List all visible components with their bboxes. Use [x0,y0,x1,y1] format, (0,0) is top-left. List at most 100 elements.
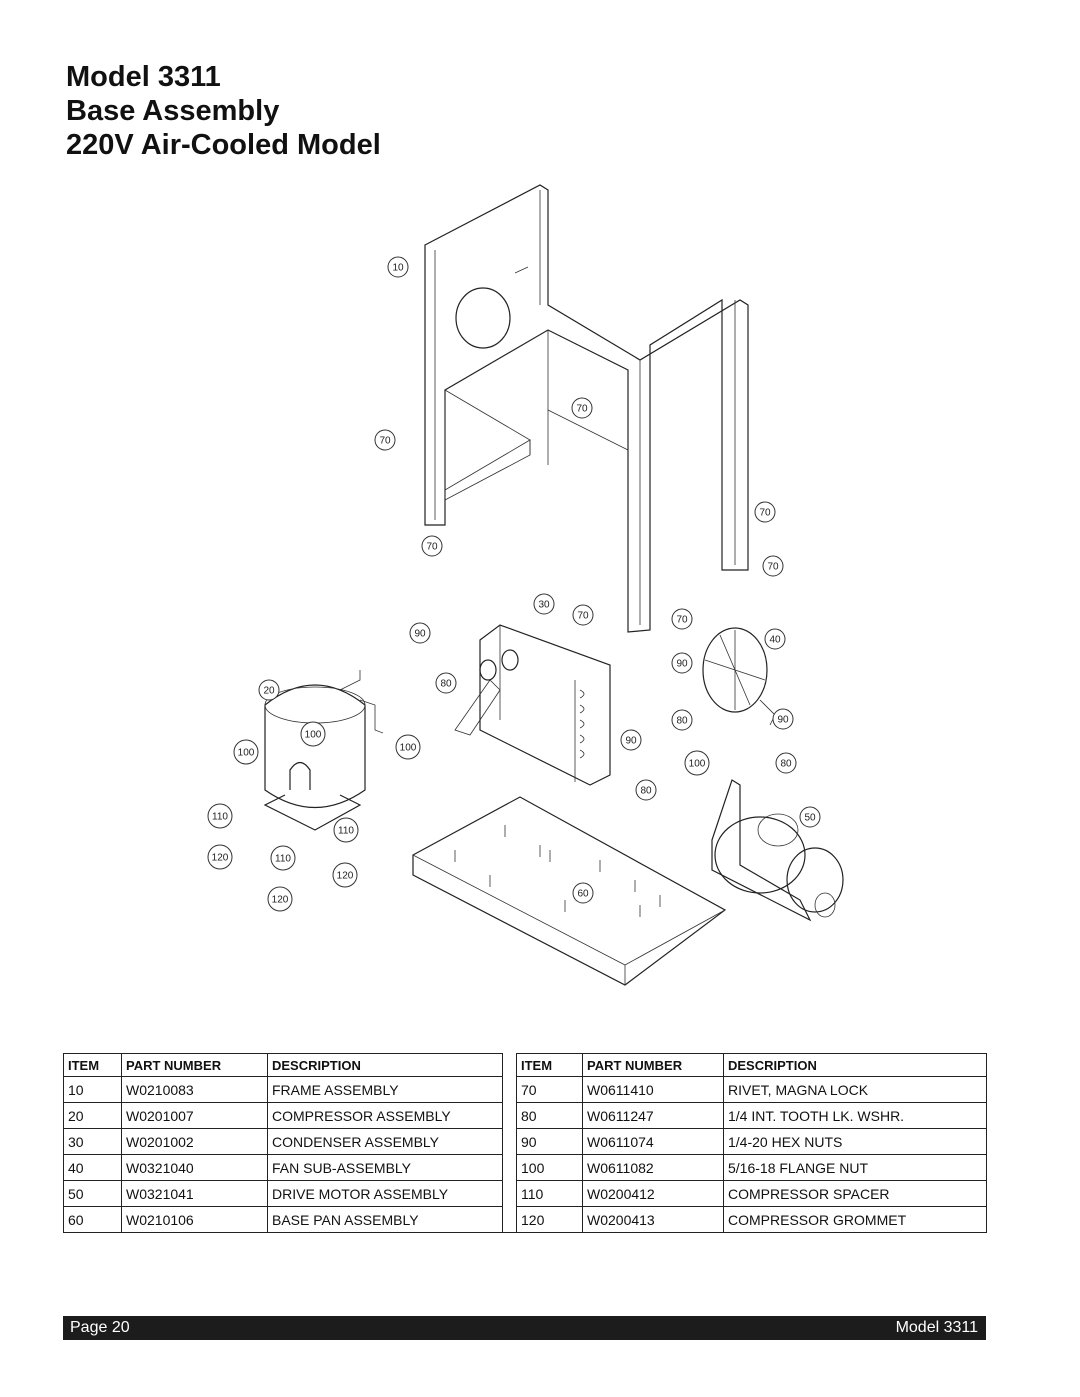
callout-20: 20 [258,679,280,701]
callout-120: 120 [332,862,358,888]
drive-motor-drawing [711,779,844,922]
callout-70: 70 [571,397,593,419]
cell-item: 100 [516,1154,583,1181]
callout-120: 120 [267,886,293,912]
cell-item: 120 [516,1206,583,1233]
cell-item: 20 [63,1102,122,1129]
callout-100: 100 [300,721,326,747]
callout-100: 100 [233,739,259,765]
cell-item: 70 [516,1076,583,1103]
page-number: Page 20 [70,1319,130,1336]
table-gap [502,1154,517,1181]
callout-110: 110 [207,803,233,829]
cell-description: 1/4 INT. TOOTH LK. WSHR. [723,1102,987,1129]
table-row: 50 W0321041 DRIVE MOTOR ASSEMBLY 110 W02… [63,1180,987,1207]
cell-part-number: W0611082 [582,1154,724,1181]
compressor-drawing [263,670,384,831]
cell-part-number: W0321041 [121,1180,268,1207]
cell-item: 80 [516,1102,583,1129]
callout-label: 20 [263,686,275,697]
callout-70: 70 [572,604,594,626]
page-title: Model 3311 Base Assembly 220V Air-Cooled… [66,60,381,162]
callout-label: 70 [576,404,588,415]
cell-part-number: W0200412 [582,1180,724,1207]
callout-70: 70 [671,608,693,630]
table-gap [502,1128,517,1155]
parts-table: ITEM PART NUMBER DESCRIPTION ITEM PART N… [63,1053,987,1233]
callout-label: 50 [804,813,816,824]
callout-70: 70 [762,555,784,577]
table-row: 40 W0321040 FAN SUB-ASSEMBLY 100 W061108… [63,1154,987,1181]
header-description: DESCRIPTION [267,1053,503,1077]
callout-label: 100 [689,759,706,770]
base-pan-drawing [412,796,727,986]
title-assembly: Base Assembly [66,95,280,127]
table-gap [502,1053,517,1077]
table-row: 60 W0210106 BASE PAN ASSEMBLY 120 W02004… [63,1206,987,1233]
cell-part-number: W0200413 [582,1206,724,1233]
callout-label: 90 [777,715,789,726]
callout-label: 70 [426,542,438,553]
callout-label: 30 [538,600,550,611]
callout-label: 80 [640,786,652,797]
callout-70: 70 [421,535,443,557]
cell-item: 110 [516,1180,583,1207]
header-item: ITEM [516,1053,583,1077]
callout-label: 40 [769,635,781,646]
cell-part-number: W0210083 [121,1076,268,1103]
cell-description: DRIVE MOTOR ASSEMBLY [267,1180,503,1207]
callout-label: 90 [414,629,426,640]
callout-label: 100 [238,748,255,759]
callout-label: 70 [379,436,391,447]
callout-80: 80 [635,779,657,801]
cell-part-number: W0201002 [121,1128,268,1155]
callout-label: 70 [676,615,688,626]
table-gap [502,1180,517,1207]
header-description: DESCRIPTION [723,1053,987,1077]
callout-110: 110 [270,845,296,871]
callout-80: 80 [775,752,797,774]
page-footer: Page 20 Model 3311 [63,1316,986,1340]
callout-70: 70 [754,501,776,523]
cell-description: FAN SUB-ASSEMBLY [267,1154,503,1181]
table-gap [502,1076,517,1103]
callout-80: 80 [671,709,693,731]
title-model: Model 3311 [66,61,221,93]
callout-label: 70 [767,562,779,573]
callout-120: 120 [207,844,233,870]
callout-label: 60 [577,889,589,900]
callout-label: 10 [392,263,404,274]
callout-label: 110 [212,812,228,823]
table-row: 10 W0210083 FRAME ASSEMBLY 70 W0611410 R… [63,1076,987,1103]
callout-50: 50 [799,806,821,828]
callout-label: 120 [337,871,354,882]
cell-description: COMPRESSOR GROMMET [723,1206,987,1233]
cell-description: COMPRESSOR SPACER [723,1180,987,1207]
callout-30: 30 [533,593,555,615]
callout-group: 10 70 70 70 70 70 30 70 70 40 90 90 80 80 90 20 100 100 10… [207,256,821,912]
cell-description: 5/16-18 FLANGE NUT [723,1154,987,1181]
callout-label: 80 [676,716,688,727]
callout-60: 60 [572,882,594,904]
frame-assembly-drawing [424,184,749,633]
fan-drawing [702,627,776,726]
title-variant: 220V Air-Cooled Model [66,129,381,161]
footer-model: Model 3311 [895,1319,978,1336]
callout-label: 100 [305,730,322,741]
condenser-drawing [454,624,611,786]
callout-label: 110 [275,854,291,865]
callout-label: 120 [212,853,229,864]
callout-90: 90 [620,729,642,751]
callout-label: 80 [440,679,452,690]
cell-item: 30 [63,1128,122,1155]
table-row: 20 W0201007 COMPRESSOR ASSEMBLY 80 W0611… [63,1102,987,1129]
callout-70: 70 [374,429,396,451]
callout-label: 120 [272,895,289,906]
callout-label: 110 [338,826,354,837]
callout-label: 70 [577,611,589,622]
table-gap [502,1102,517,1129]
callout-label: 90 [676,659,688,670]
cell-description: BASE PAN ASSEMBLY [267,1206,503,1233]
callout-label: 100 [400,743,417,754]
header-part-number: PART NUMBER [121,1053,268,1077]
